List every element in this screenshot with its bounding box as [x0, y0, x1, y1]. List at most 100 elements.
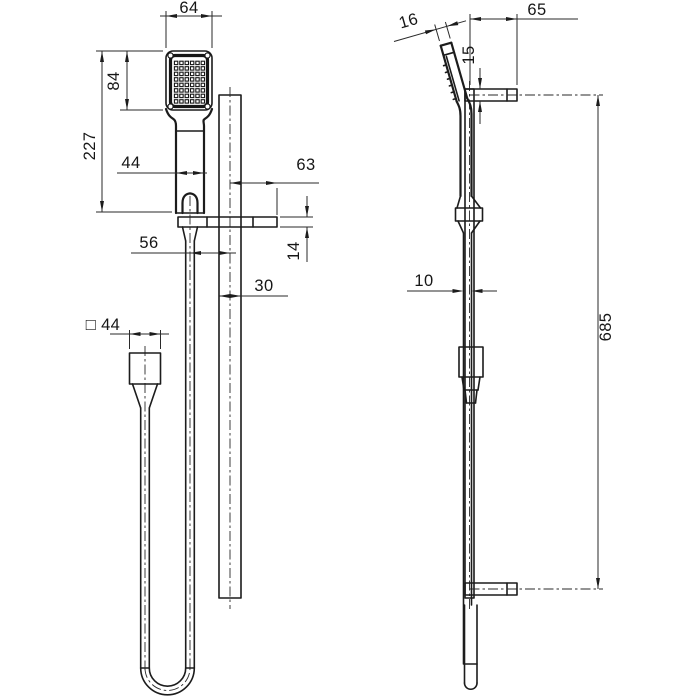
- nozzle: [179, 66, 184, 71]
- nozzle: [195, 66, 200, 71]
- grip-ridges: [442, 64, 457, 101]
- holder-bracket: [177, 216, 278, 228]
- dim-label: 16: [397, 10, 420, 33]
- nozzle: [189, 66, 195, 71]
- nozzle: [184, 66, 190, 71]
- nozzle: [200, 71, 206, 77]
- screw-icon: [204, 52, 211, 59]
- nozzle: [189, 88, 195, 93]
- dim-label: 15: [460, 45, 478, 64]
- dim-label: 84: [105, 71, 123, 90]
- nozzle: [189, 60, 195, 66]
- dim-elbow-square: □ 44: [86, 316, 169, 349]
- hose-u-bend-outer: [139, 667, 196, 696]
- handset-handle: [164, 107, 214, 215]
- nozzle-grid: [173, 60, 206, 104]
- nozzle: [200, 99, 206, 104]
- dim-label: 64: [179, 0, 198, 17]
- nozzle: [173, 82, 179, 88]
- nozzle: [200, 77, 206, 82]
- dim-handset-depth: 16: [393, 10, 467, 42]
- nozzle: [195, 88, 200, 93]
- nozzle: [189, 82, 195, 88]
- hose-u-bend-centerline: [144, 667, 191, 691]
- nozzle: [200, 93, 206, 99]
- slide-rail: [218, 87, 242, 609]
- nozzle: [195, 82, 200, 88]
- dim-head-height: 84: [96, 50, 163, 111]
- screw-icon: [167, 52, 174, 59]
- hose-end-cap: [463, 682, 478, 691]
- dim-label: 685: [597, 313, 615, 342]
- dim-head-width: 64: [160, 0, 222, 48]
- dim-handset-to-rail: 56: [131, 234, 236, 255]
- side-view: 16 65 15 10 685: [393, 1, 615, 691]
- handset-side: [439, 41, 484, 234]
- nozzle: [173, 93, 179, 99]
- nozzle: [184, 82, 190, 88]
- holder-cone: [181, 192, 199, 215]
- nozzle: [195, 71, 200, 77]
- bottom-wall-bracket: [464, 582, 603, 596]
- dim-label: □ 44: [86, 316, 121, 334]
- nozzle: [184, 88, 190, 93]
- nozzle: [195, 93, 200, 99]
- dim-rail-length: 685: [596, 95, 615, 589]
- hose-u-bend-inner: [148, 667, 187, 687]
- dim-label: 10: [414, 272, 433, 290]
- nozzle: [179, 60, 184, 66]
- hose-nut: [454, 207, 484, 222]
- spray-face-plate: [168, 53, 210, 109]
- nozzle: [173, 60, 179, 66]
- shower-hose: [139, 196, 199, 696]
- nozzle: [189, 99, 195, 104]
- nozzle: [179, 88, 184, 93]
- nozzle: [179, 93, 184, 99]
- dim-label: 63: [296, 156, 315, 174]
- dim-bracket-reach: 63: [230, 156, 319, 215]
- nozzle: [184, 93, 190, 99]
- dim-label: 227: [81, 132, 99, 161]
- nozzle: [184, 71, 190, 77]
- handle-right-edge: [466, 97, 473, 198]
- nozzle: [179, 71, 184, 77]
- dim-rail-width: 30: [219, 277, 288, 298]
- dim-rail-to-wall: 65: [469, 1, 578, 85]
- nozzle: [195, 99, 200, 104]
- nozzle: [184, 60, 190, 66]
- nozzle: [189, 93, 195, 99]
- screw-icon: [204, 103, 211, 110]
- nozzle: [179, 77, 184, 82]
- nozzle: [173, 77, 179, 82]
- nozzle: [184, 99, 190, 104]
- nozzle: [189, 77, 195, 82]
- face-plate-edge: [445, 55, 460, 102]
- nozzle: [200, 60, 206, 66]
- nozzle: [179, 99, 184, 104]
- nozzle: [200, 66, 206, 71]
- screw-icon: [167, 103, 174, 110]
- head-cap-seam: [442, 51, 455, 57]
- nozzle: [179, 82, 184, 88]
- dim-label: 44: [121, 154, 140, 172]
- nozzle: [173, 66, 179, 71]
- handset-head: [165, 50, 213, 111]
- dim-handset-length: 227: [81, 51, 172, 213]
- dim-handle-width: 44: [117, 154, 207, 175]
- dim-label: 56: [139, 234, 158, 252]
- dim-label: 14: [285, 241, 303, 260]
- nozzle: [195, 60, 200, 66]
- dim-label: 65: [527, 1, 546, 19]
- handle-left-edge: [455, 100, 462, 198]
- nozzle: [173, 99, 179, 104]
- top-wall-bracket: [464, 88, 603, 102]
- dim-wall-bracket-height: 15: [460, 45, 482, 124]
- dim-rail-depth: 10: [407, 272, 497, 293]
- dim-label: 30: [254, 277, 273, 295]
- shower-hose-side: [462, 232, 478, 691]
- nozzle: [200, 82, 206, 88]
- dim-bracket-bar-height: 14: [280, 196, 313, 262]
- nozzle: [173, 71, 179, 77]
- nozzle: [189, 71, 195, 77]
